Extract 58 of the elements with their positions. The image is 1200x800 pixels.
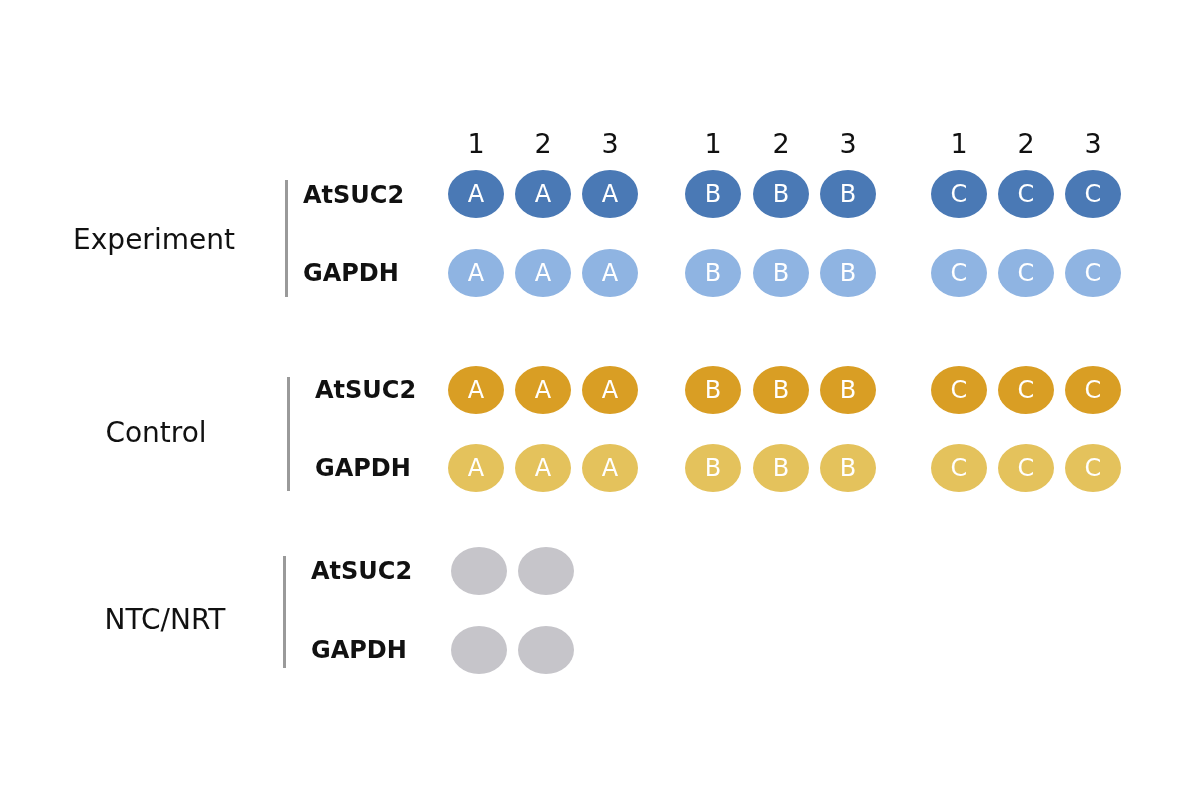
column-number: 1 bbox=[467, 129, 485, 157]
column-number: 1 bbox=[950, 129, 968, 157]
gene-label: GAPDH bbox=[315, 456, 411, 480]
sample-circle: A bbox=[515, 170, 571, 218]
sample-circle: B bbox=[753, 444, 809, 492]
sample-circle: B bbox=[685, 366, 741, 414]
sample-circle: B bbox=[753, 249, 809, 297]
sample-circle: A bbox=[515, 249, 571, 297]
sample-circle: C bbox=[1065, 170, 1121, 218]
sample-circle: A bbox=[448, 249, 504, 297]
blank-sample-circle bbox=[518, 547, 574, 595]
sample-circle: A bbox=[515, 444, 571, 492]
sample-circle: A bbox=[515, 366, 571, 414]
sample-circle: A bbox=[582, 170, 638, 218]
column-number: 2 bbox=[772, 129, 790, 157]
column-number: 2 bbox=[1017, 129, 1035, 157]
sample-circle: C bbox=[998, 170, 1054, 218]
group-label: Control bbox=[105, 419, 207, 447]
sample-circle: B bbox=[820, 249, 876, 297]
gene-label: GAPDH bbox=[311, 638, 407, 662]
gene-label: GAPDH bbox=[303, 261, 399, 285]
sample-circle: B bbox=[820, 170, 876, 218]
sample-circle: A bbox=[448, 170, 504, 218]
sample-circle: A bbox=[448, 366, 504, 414]
sample-circle: A bbox=[582, 366, 638, 414]
sample-circle: A bbox=[582, 249, 638, 297]
column-number: 3 bbox=[601, 129, 619, 157]
blank-sample-circle bbox=[451, 626, 507, 674]
blank-sample-circle bbox=[518, 626, 574, 674]
sample-circle: C bbox=[998, 249, 1054, 297]
sample-circle: B bbox=[820, 444, 876, 492]
sample-circle: B bbox=[753, 170, 809, 218]
gene-label: AtSUC2 bbox=[303, 183, 405, 207]
column-number: 3 bbox=[1084, 129, 1102, 157]
sample-circle: B bbox=[685, 170, 741, 218]
group-label: Experiment bbox=[73, 226, 235, 254]
sample-circle: B bbox=[820, 366, 876, 414]
sample-circle: C bbox=[998, 366, 1054, 414]
sample-circle: C bbox=[931, 170, 987, 218]
sample-circle: A bbox=[582, 444, 638, 492]
sample-circle: B bbox=[685, 249, 741, 297]
sample-circle: A bbox=[448, 444, 504, 492]
column-number: 2 bbox=[534, 129, 552, 157]
sample-circle: C bbox=[931, 366, 987, 414]
blank-sample-circle bbox=[451, 547, 507, 595]
column-number: 3 bbox=[839, 129, 857, 157]
sample-circle: C bbox=[998, 444, 1054, 492]
sample-circle: C bbox=[1065, 444, 1121, 492]
sample-circle: C bbox=[1065, 249, 1121, 297]
sample-circle: C bbox=[931, 249, 987, 297]
sample-circle: C bbox=[1065, 366, 1121, 414]
sample-circle: B bbox=[753, 366, 809, 414]
gene-label: AtSUC2 bbox=[315, 378, 417, 402]
gene-label: AtSUC2 bbox=[311, 559, 413, 583]
column-number: 1 bbox=[704, 129, 722, 157]
group-label: NTC/NRT bbox=[104, 606, 226, 634]
sample-circle: B bbox=[685, 444, 741, 492]
sample-circle: C bbox=[931, 444, 987, 492]
